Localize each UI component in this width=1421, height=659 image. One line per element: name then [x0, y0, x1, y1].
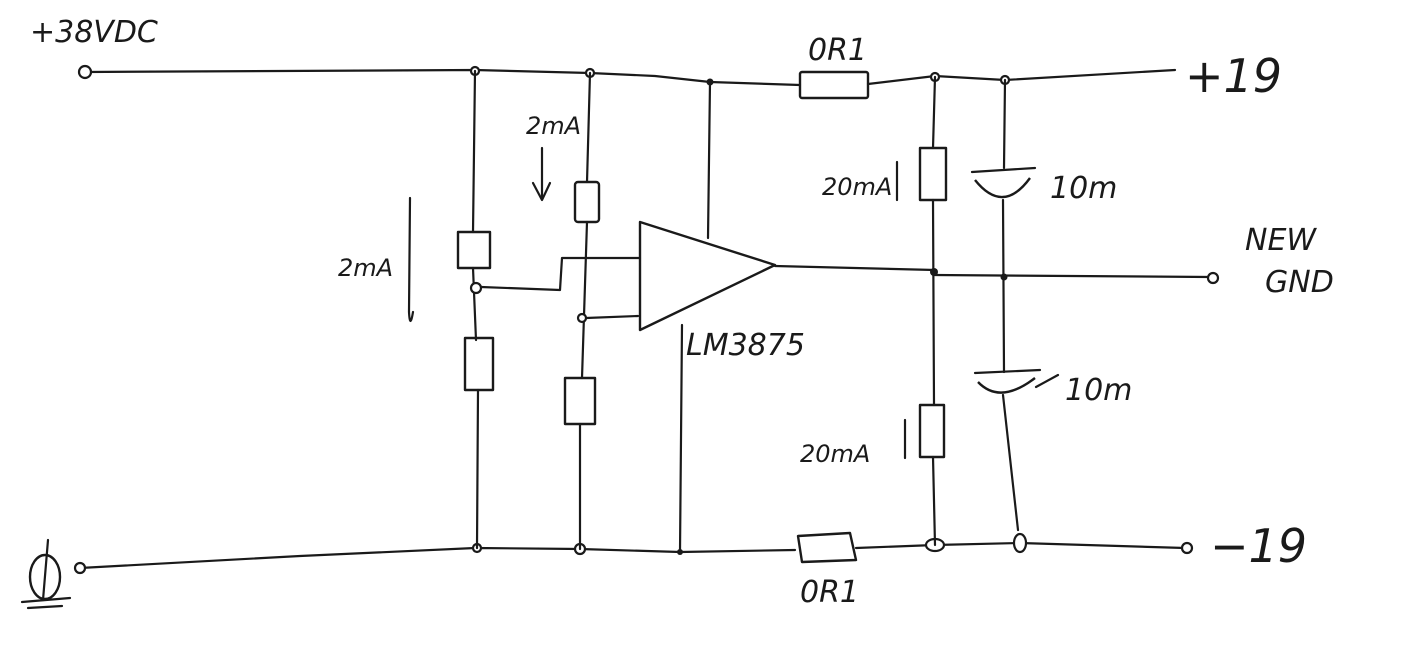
new-gnd-terminal: [1206, 271, 1220, 285]
mid-resistor-top: [573, 180, 601, 224]
lower-rail-resistor: [918, 403, 946, 459]
bottom-node-5: [1012, 532, 1028, 554]
bottom-series-resistor: [796, 531, 858, 564]
opamp-lm3875: [638, 80, 937, 554]
supply-label: +38VDC: [30, 15, 158, 50]
left-divider: [456, 69, 642, 550]
mid-divider: [563, 71, 640, 551]
top-series-resistor: [798, 70, 870, 100]
current-arrow-icon: [531, 146, 552, 202]
cap-bottom-label: 10m: [1065, 373, 1132, 408]
ground-symbol-icon: [20, 538, 72, 610]
bottom-rail: [73, 532, 1194, 575]
capacitor-branch: [970, 78, 1042, 532]
out-neg-terminal: [1180, 541, 1194, 555]
ground-terminal: [73, 561, 87, 575]
left-divider-mid: [469, 281, 483, 295]
top-rail: [77, 64, 1177, 87]
bias-current-left-label: 2mA: [338, 254, 393, 282]
opamp-label: LM3875: [686, 328, 805, 363]
divider-resistor-bottom: [463, 336, 495, 392]
cap-top-label: 10m: [1050, 171, 1117, 206]
rail-current-bottom-label: 20mA: [800, 440, 870, 468]
bias-current-mid-label: 2mA: [526, 112, 581, 140]
top-resistor-label: 0R1: [808, 33, 867, 68]
rail-current-top-label: 20mA: [822, 173, 892, 201]
bottom-resistor-label: 0R1: [800, 575, 859, 610]
supply-terminal: [77, 64, 93, 80]
new-gnd-label-line1: NEW: [1245, 223, 1317, 258]
upper-capacitor: [974, 177, 1031, 199]
lower-capacitor: [977, 377, 1036, 394]
out-pos-label: +19: [1185, 49, 1282, 103]
out-neg-label: −19: [1210, 519, 1307, 573]
mid-resistor-bottom: [563, 376, 597, 426]
right-resistor-branch: [918, 75, 948, 547]
mid-divider-node: [576, 312, 588, 324]
new-gnd-wire: [932, 273, 1212, 279]
cap-label-leader: [1034, 373, 1060, 389]
divider-resistor-top: [456, 230, 492, 270]
current-arrow-icon: [407, 196, 415, 323]
new-gnd-label-line2: GND: [1265, 265, 1334, 300]
upper-rail-resistor: [918, 146, 948, 202]
